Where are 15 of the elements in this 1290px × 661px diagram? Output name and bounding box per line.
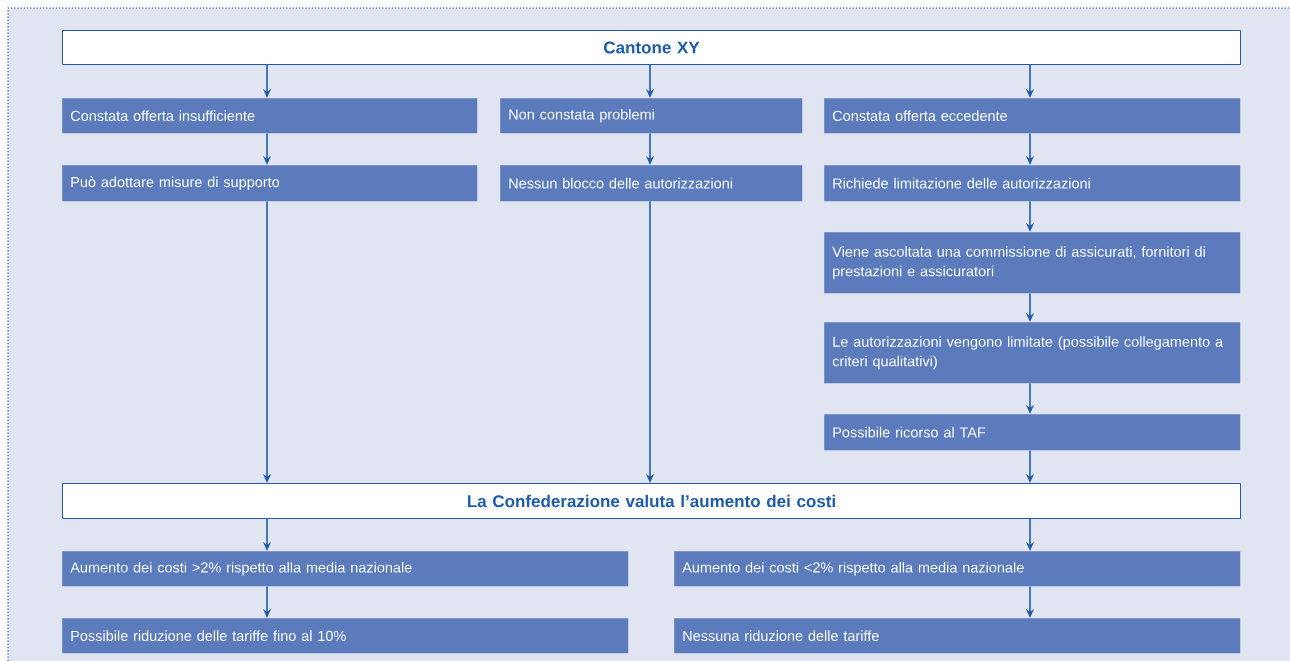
step-box: Aumento dei costi >2% rispetto alla media nazionale xyxy=(62,551,629,587)
step-box: Possibile riduzione delle tariffe fino al 10% xyxy=(62,618,629,654)
step-box: Possibile ricorso al TAF xyxy=(824,414,1241,451)
step-box: Aumento dei costi <2% rispetto alla media nazionale xyxy=(674,551,1241,587)
step-box: Constata offerta insufficiente xyxy=(62,98,478,134)
step-box: Constata offerta eccedente xyxy=(824,98,1241,134)
step-box: Nessuna riduzione delle tariffe xyxy=(674,618,1241,654)
step-box: Richiede limitazione delle autorizzazioni xyxy=(824,165,1241,202)
heading-box: La Confederazione valuta l’aumento dei costi xyxy=(62,483,1241,519)
step-box: Le autorizzazioni vengono limitate (possibile collegamento a criteri qualitativi) xyxy=(824,322,1241,384)
step-box: Viene ascoltata una commissione di assicurati, fornitori di prestazioni e assicuratori xyxy=(824,232,1241,294)
step-box: Nessun blocco delle autorizzazioni xyxy=(500,165,803,202)
heading-box: Cantone XY xyxy=(62,30,1241,65)
step-box: Può adottare misure di supporto xyxy=(62,165,478,202)
step-box: Non constata problemi xyxy=(500,98,803,134)
